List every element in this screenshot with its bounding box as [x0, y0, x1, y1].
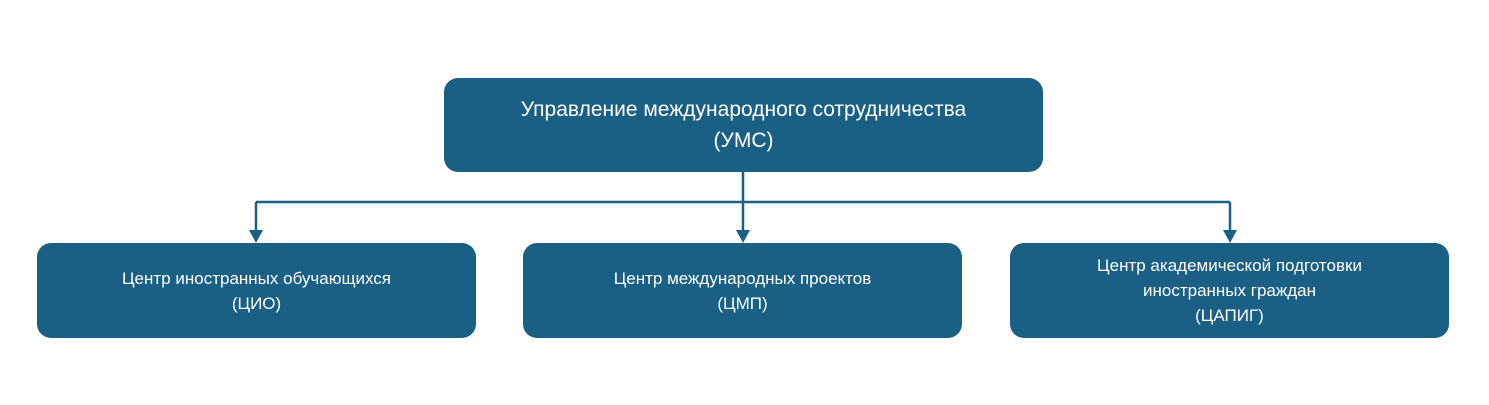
- child-node-cio: Центр иностранных обучающихся (ЦИО): [37, 243, 476, 338]
- child-node-title: Центр иностранных обучающихся: [121, 268, 391, 288]
- child-node-abbreviation: (ЦИО): [231, 293, 282, 313]
- arrowhead-capig: [1223, 230, 1237, 243]
- arrowhead-cio: [249, 230, 263, 243]
- root-node-title: Управление международного сотрудничества: [520, 98, 967, 121]
- child-node-title: Центр международных проектов: [613, 268, 872, 288]
- child-node-cmp: Центр международных проектов (ЦМП): [523, 243, 962, 338]
- child-node-title-line2: иностранных граждан: [1143, 281, 1316, 300]
- arrowhead-cmp: [736, 230, 750, 243]
- child-node-title-line1: Центр академической подготовки: [1097, 256, 1362, 275]
- child-node-capig: Центр академической подготовки иностранн…: [1010, 243, 1449, 338]
- root-node-abbreviation: (УМС): [713, 129, 774, 152]
- root-node-ums: Управление международного сотрудничества…: [444, 78, 1043, 172]
- child-node-abbreviation: (ЦАПИГ): [1195, 306, 1264, 325]
- child-node-abbreviation: (ЦМП): [717, 293, 768, 313]
